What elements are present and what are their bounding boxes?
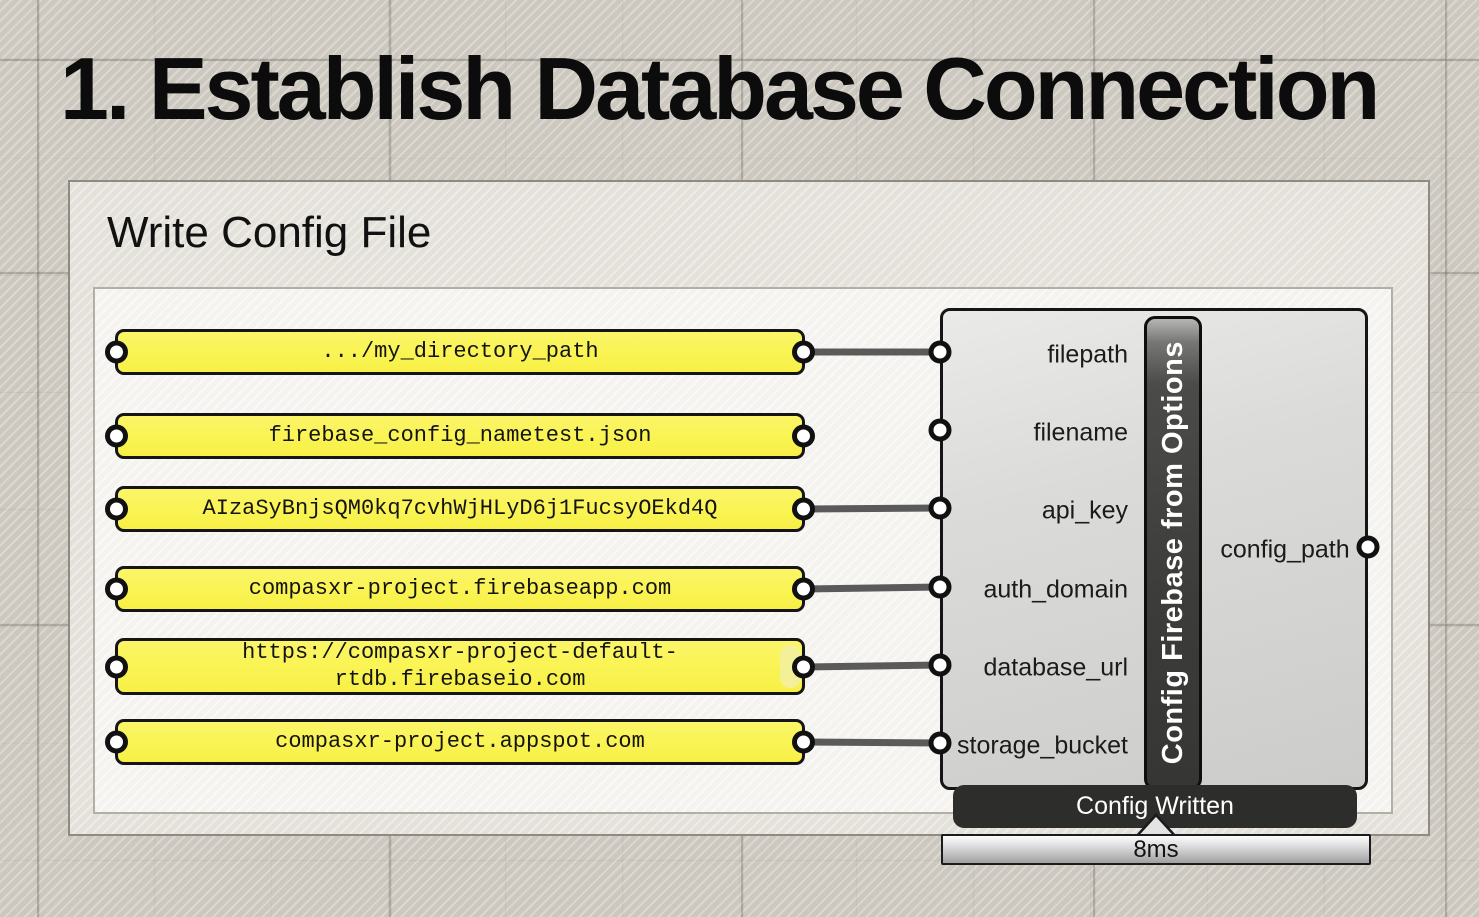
panel-database-url[interactable]: https://compasxr-project-default-rtdb.fi… — [105, 638, 815, 695]
input-label-api-key: api_key — [1041, 496, 1128, 525]
component-input-grip-filepath[interactable] — [928, 340, 952, 364]
input-label-filepath: filepath — [1047, 340, 1128, 369]
component-input-grip-database-url[interactable] — [928, 653, 952, 677]
panel-input-grip[interactable] — [105, 655, 128, 678]
component-output-grip-config-path[interactable] — [1356, 535, 1380, 559]
component-input-grip-filename[interactable] — [928, 418, 952, 442]
output-label-config-path: config_path — [1220, 535, 1350, 564]
component-input-grip-storage-bucket[interactable] — [928, 731, 952, 755]
panel-text: https://compasxr-project-default-rtdb.fi… — [242, 639, 678, 692]
panel-directory-path[interactable]: .../my_directory_path — [105, 329, 815, 375]
panel-input-grip[interactable] — [105, 424, 128, 448]
component-input-grip-api-key[interactable] — [928, 496, 952, 520]
panel-config-filename[interactable]: firebase_config_nametest.json — [105, 413, 815, 459]
panel-output-grip[interactable] — [792, 340, 815, 364]
panel-text: .../my_directory_path — [321, 338, 599, 364]
panel-output-grip[interactable] — [792, 655, 815, 678]
input-label-database-url: database_url — [983, 653, 1128, 682]
panel-output-grip[interactable] — [792, 424, 815, 448]
input-label-storage-bucket: storage_bucket — [957, 731, 1128, 760]
panel-text: compasxr-project.appspot.com — [275, 728, 645, 754]
status-bubble: Config Written — [953, 785, 1357, 828]
component-name-bar[interactable]: Config Firebase from Options — [1144, 316, 1202, 790]
component-config-firebase-from-options[interactable]: filepath filename api_key auth_domain da… — [940, 308, 1368, 790]
panel-output-grip[interactable] — [792, 497, 815, 521]
status-message: Config Written — [1076, 792, 1234, 820]
panel-scrollbar[interactable] — [780, 645, 801, 688]
panel-input-grip[interactable] — [105, 577, 128, 601]
panel-input-grip[interactable] — [105, 730, 128, 754]
panel-storage-bucket[interactable]: compasxr-project.appspot.com — [105, 719, 815, 765]
profiler-runtime-bar: 8ms — [941, 834, 1371, 865]
panel-text: firebase_config_nametest.json — [268, 422, 652, 448]
panel-text: compasxr-project.firebaseapp.com — [248, 575, 672, 601]
panel-api-key[interactable]: AIzaSyBnjsQM0kq7cvhWjHLyD6j1FucsyOEkd4Q — [105, 486, 815, 532]
panel-text: AIzaSyBnjsQM0kq7cvhWjHLyD6j1FucsyOEkd4Q — [202, 495, 718, 521]
group-label: Write Config File — [107, 208, 432, 257]
input-label-auth-domain: auth_domain — [983, 575, 1128, 604]
panel-output-grip[interactable] — [792, 730, 815, 754]
component-name: Config Firebase from Options — [1156, 341, 1189, 765]
component-input-grip-auth-domain[interactable] — [928, 575, 952, 599]
section-title: 1. Establish Database Connection — [60, 39, 1380, 138]
panel-auth-domain[interactable]: compasxr-project.firebaseapp.com — [105, 566, 815, 612]
input-label-filename: filename — [1033, 418, 1129, 447]
panel-input-grip[interactable] — [105, 340, 128, 364]
panel-input-grip[interactable] — [105, 497, 128, 521]
panel-output-grip[interactable] — [792, 577, 815, 601]
runtime-value: 8ms — [1133, 835, 1179, 863]
